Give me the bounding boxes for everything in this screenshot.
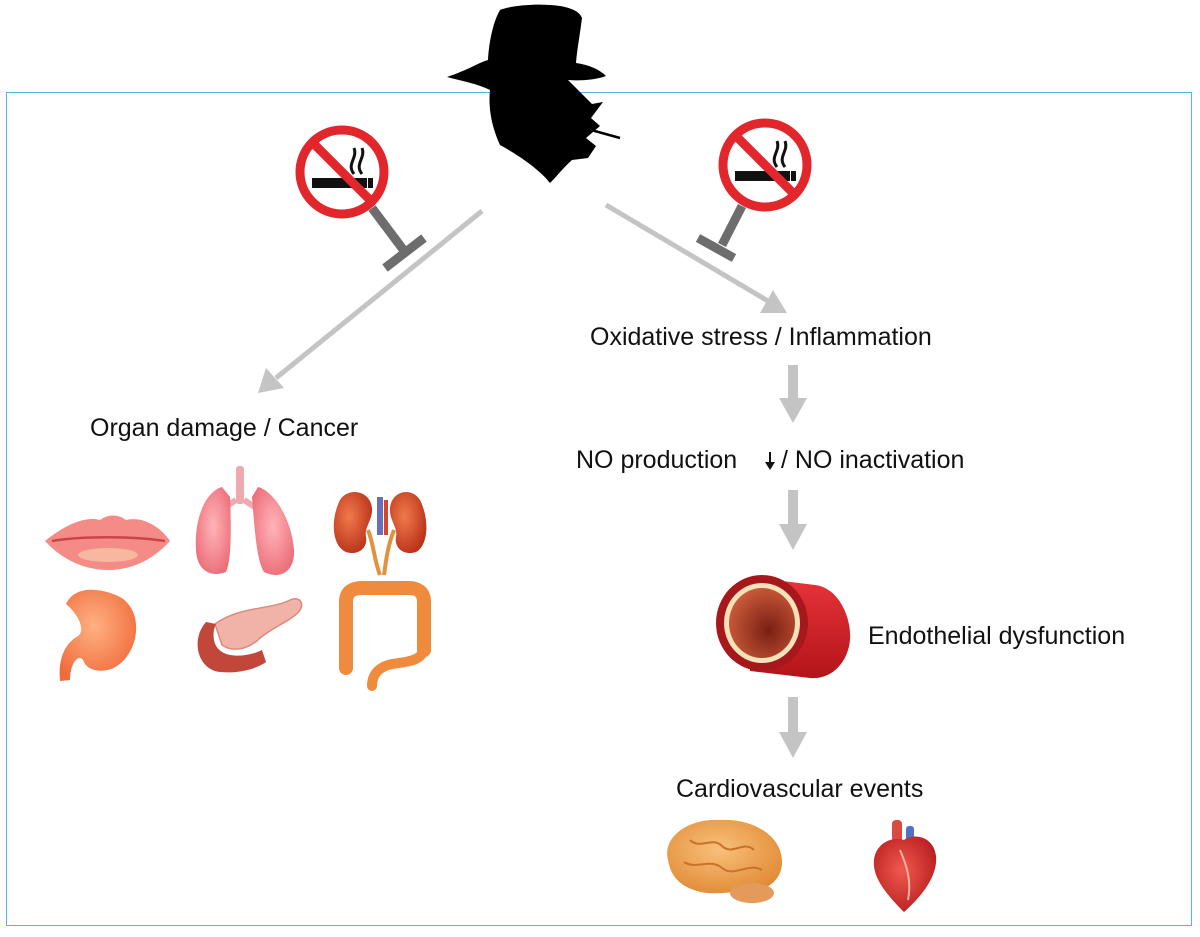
no-production-label: NO production	[576, 446, 738, 474]
brain-icon	[667, 819, 782, 903]
no-smoking-icon	[718, 118, 812, 212]
arrow-to-oxidative-stress	[604, 202, 787, 313]
diagram-frame	[6, 92, 1192, 926]
inhibition-marker-left	[368, 205, 427, 272]
smoker-silhouette-icon	[447, 4, 621, 184]
pancreas-icon	[197, 598, 303, 673]
no-smoking-icon	[295, 125, 389, 219]
kidneys-icon	[333, 492, 427, 576]
no-inactivation-label: / NO inactivation	[781, 446, 965, 474]
cardiovascular-events-label: Cardiovascular events	[676, 775, 924, 803]
heart-icon	[873, 820, 937, 912]
oxidative-stress-label: Oxidative stress / Inflammation	[590, 323, 932, 351]
down-arrow-icon	[779, 697, 807, 758]
inhibition-marker-right	[695, 203, 747, 262]
organ-damage-label: Organ damage / Cancer	[90, 414, 359, 442]
decrease-arrow-icon	[765, 452, 775, 470]
colon-icon	[339, 581, 431, 691]
arrow-to-organ-damage	[258, 209, 484, 393]
down-arrow-icon	[779, 365, 807, 423]
stomach-icon	[59, 589, 137, 681]
blood-vessel-icon	[716, 575, 851, 679]
down-arrow-icon	[779, 490, 807, 550]
lips-icon	[45, 515, 170, 570]
lungs-icon	[195, 466, 295, 576]
endothelial-dysfunction-label: Endothelial dysfunction	[868, 622, 1126, 650]
